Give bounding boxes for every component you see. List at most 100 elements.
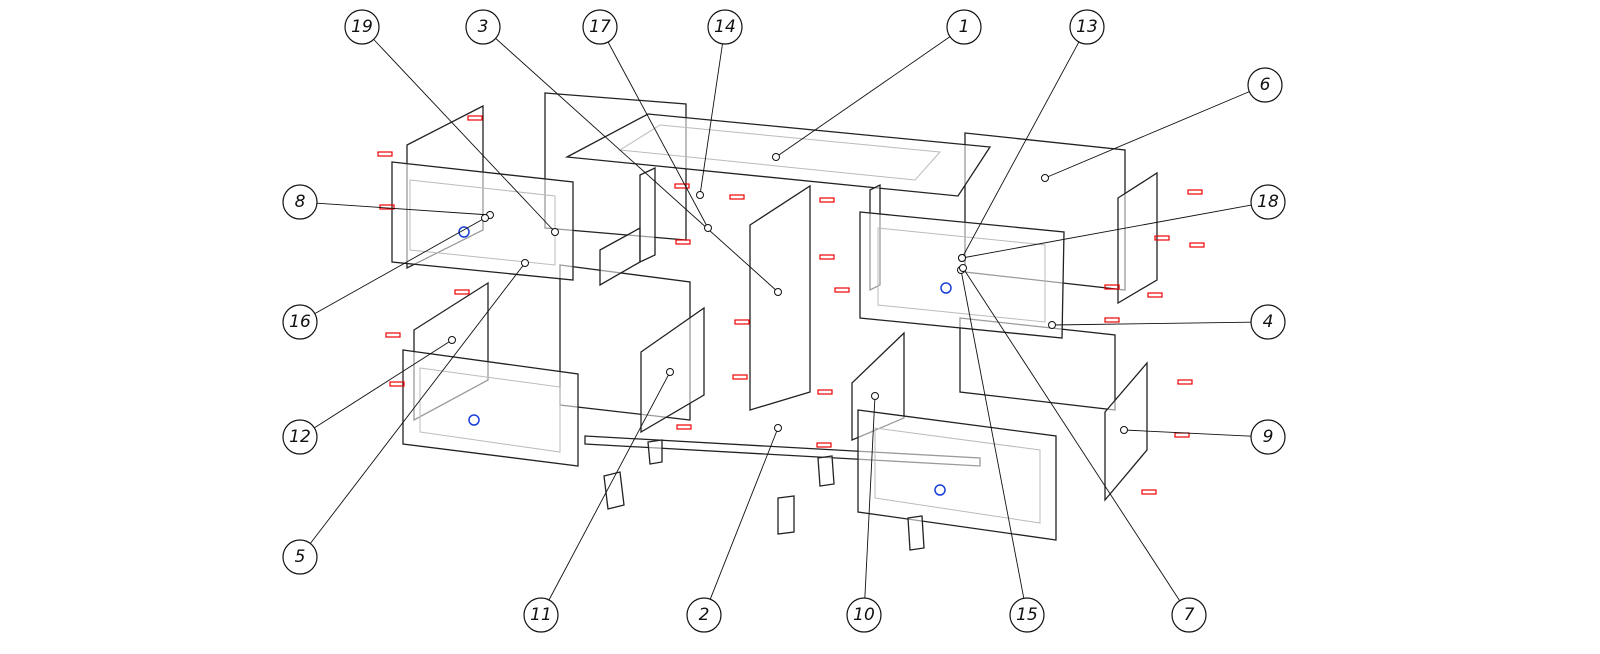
dowel-icon bbox=[467, 115, 483, 121]
handle-icon bbox=[458, 226, 470, 238]
callout-11: 11 bbox=[523, 368, 674, 633]
dowel-icon bbox=[1154, 235, 1170, 241]
callout-bubble bbox=[344, 9, 380, 45]
leader-line bbox=[495, 38, 779, 293]
leg bbox=[647, 439, 663, 465]
callout-bubble bbox=[465, 9, 501, 45]
leader-anchor bbox=[1048, 321, 1056, 329]
callout-bubble bbox=[707, 9, 743, 45]
upright-left bbox=[639, 166, 656, 264]
leader-line bbox=[1044, 91, 1250, 179]
dowel-icon bbox=[1141, 489, 1157, 495]
callout-bubble bbox=[523, 597, 559, 633]
dowel-icon bbox=[454, 289, 470, 295]
leader-anchor bbox=[521, 259, 529, 267]
leader-anchor bbox=[696, 191, 704, 199]
leader-line bbox=[961, 204, 1252, 259]
callout-bubble bbox=[282, 184, 318, 220]
callout-1: 1 bbox=[772, 9, 982, 161]
callout-bubble bbox=[1069, 9, 1105, 45]
leader-anchor bbox=[1120, 426, 1128, 434]
dowel-icon bbox=[385, 332, 401, 338]
callout-12: 12 bbox=[282, 336, 456, 455]
dowel-icon bbox=[819, 197, 835, 203]
dowel-icon bbox=[1189, 242, 1205, 248]
callout-bubble bbox=[846, 597, 882, 633]
leader-anchor bbox=[481, 214, 489, 222]
leg bbox=[603, 471, 625, 510]
leader-anchor bbox=[704, 224, 712, 232]
furniture-parts bbox=[377, 92, 1205, 551]
callout-number: 14 bbox=[714, 17, 736, 37]
dowel-icon bbox=[1174, 432, 1190, 438]
leader-line bbox=[962, 267, 1181, 602]
dowel-icon bbox=[734, 319, 750, 325]
drawer-front-left-lower bbox=[402, 349, 579, 467]
callout-10: 10 bbox=[846, 392, 882, 633]
dowel-icon bbox=[729, 194, 745, 200]
leader-line bbox=[775, 36, 951, 158]
leader-line bbox=[1051, 321, 1252, 326]
leader-anchor bbox=[774, 424, 782, 432]
callout-number: 15 bbox=[1016, 605, 1038, 625]
leader-line bbox=[309, 262, 526, 544]
leader-line bbox=[314, 339, 453, 429]
dowel-icon bbox=[732, 374, 748, 380]
callout-bubble bbox=[282, 304, 318, 340]
leader-anchor bbox=[666, 368, 674, 376]
dowel-icon bbox=[819, 254, 835, 260]
callout-bubble bbox=[282, 539, 318, 575]
dowel-icon bbox=[817, 389, 833, 395]
dowel-icon bbox=[834, 287, 850, 293]
callout-bubble bbox=[686, 597, 722, 633]
leader-anchor bbox=[772, 153, 780, 161]
callout-bubble bbox=[1250, 304, 1286, 340]
leader-line bbox=[548, 371, 671, 601]
callout-5: 5 bbox=[282, 259, 529, 575]
callout-number: 12 bbox=[289, 427, 311, 447]
leader-line bbox=[699, 43, 723, 196]
callout-number: 2 bbox=[699, 605, 710, 625]
leader-anchor bbox=[958, 254, 966, 262]
callout-number: 18 bbox=[1257, 192, 1279, 212]
callout-18: 18 bbox=[958, 184, 1286, 262]
leader-line bbox=[864, 395, 876, 599]
callout-bubble bbox=[1250, 419, 1286, 455]
callout-number: 1 bbox=[959, 17, 970, 37]
callout-17: 17 bbox=[582, 9, 712, 232]
callout-9: 9 bbox=[1120, 419, 1286, 455]
dowel-icon bbox=[1177, 379, 1193, 385]
callout-7: 7 bbox=[959, 264, 1207, 633]
callout-number: 3 bbox=[478, 17, 489, 37]
callout-number: 17 bbox=[589, 17, 611, 37]
callout-bubble bbox=[282, 419, 318, 455]
callout-8: 8 bbox=[282, 184, 494, 220]
callout-2: 2 bbox=[686, 424, 782, 633]
callout-15: 15 bbox=[957, 266, 1045, 633]
dowel-icon bbox=[674, 183, 690, 189]
leader-line bbox=[314, 217, 486, 315]
leader-line bbox=[373, 39, 556, 233]
leader-line bbox=[1123, 429, 1252, 437]
leader-anchor bbox=[871, 392, 879, 400]
dowel-icon bbox=[1147, 292, 1163, 298]
handle-icon bbox=[468, 414, 480, 426]
leader-anchor bbox=[959, 264, 967, 272]
leader-line bbox=[607, 41, 709, 229]
leg bbox=[817, 455, 835, 487]
dowel-icon bbox=[1104, 284, 1120, 290]
leader-line bbox=[316, 202, 491, 216]
callout-14: 14 bbox=[696, 9, 743, 199]
callout-bubble bbox=[1250, 184, 1286, 220]
divider-center bbox=[749, 184, 811, 411]
callout-bubble bbox=[1009, 597, 1045, 633]
callout-bubble bbox=[582, 9, 618, 45]
leader-anchor bbox=[551, 228, 559, 236]
callout-bubble bbox=[1171, 597, 1207, 633]
side-panel-right-upper bbox=[1117, 171, 1158, 305]
leg bbox=[907, 515, 925, 551]
callout-number: 4 bbox=[1263, 312, 1274, 332]
leader-anchor bbox=[448, 336, 456, 344]
callout-number: 10 bbox=[853, 605, 875, 625]
